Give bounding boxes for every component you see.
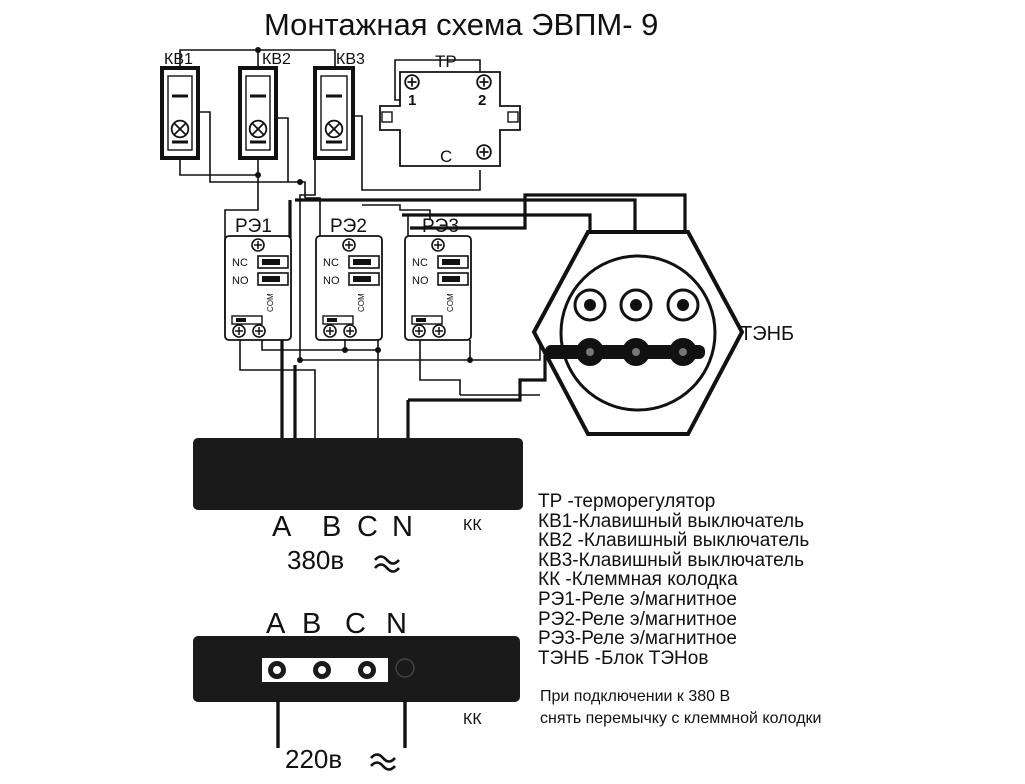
switch-kv1: КВ1 [160,51,200,160]
switch-label: КВ2 [262,51,291,68]
relay-label: РЭ3 [422,216,459,237]
terminal-screw-icon [232,324,246,338]
terminal-screw-icon [404,74,420,90]
relay-no-label: NO [412,275,429,287]
switch-kv3: КВ3 [313,51,365,160]
legend-item: РЭ3-Реле э/магнитное [538,628,737,650]
terminal-screw-icon [252,324,266,338]
legend-item: КВ2 -Клавишный выключатель [538,530,810,552]
relay-com-label: COM [446,293,455,312]
thermostat-terminal-1: 1 [408,92,416,109]
terminal-block-label: КК [463,517,482,534]
relay-re2: РЭ2 NC NO COM [315,216,383,341]
terminal-block-220: A B C N КК 220в [193,608,520,774]
phase-n-label: N [386,608,407,640]
phase-b-label: B [322,511,341,543]
heater-top-terminals [573,288,700,322]
terminal-screw-icon [412,324,426,338]
relay-nc-label: NC [412,257,428,269]
legend-item: ТР -терморегулятор [538,491,716,512]
relay-re3: РЭ3 NC NO COM [404,216,472,341]
phase-n-label: N [392,511,413,543]
connection-note: При подключении к 380 В снять перемычку … [540,686,821,730]
relay-com-label: COM [266,293,275,312]
note-line: При подключении к 380 В [540,688,731,705]
relay-label: РЭ2 [330,216,367,237]
switch-label: КВ1 [164,51,193,68]
terminal-jumper-bar [262,658,415,682]
phase-c-label: C [357,511,378,543]
heater-label: ТЭНБ [740,323,794,345]
lamp-icon [248,119,268,139]
lamp-icon [324,119,344,139]
terminal-screw-icon [342,238,356,252]
relay-nc-label: NC [232,257,248,269]
terminal-screw-icon [323,324,337,338]
switch-label: КВ3 [336,51,365,68]
legend-item: КК -Клеммная колодка [538,569,738,591]
thermostat-terminal-c: С [440,147,452,166]
terminal-screw-icon [432,324,446,338]
terminal-screw-icon [431,238,445,252]
relay-re1: РЭ1 NC NO COM [224,216,292,341]
phase-a-label: A [266,608,286,640]
diagram-title: Монтажная схема ЭВПМ- 9 [264,7,658,42]
note-line: снять перемычку с клеммной колодки [540,710,822,727]
terminal-screw-icon [251,238,265,252]
voltage-label: 380в [287,545,344,575]
switch-kv2: КВ2 [238,51,291,160]
heater-jumper [545,338,705,366]
relay-nc-label: NC [323,257,339,269]
thermostat: ТР 1 2 С [379,52,521,167]
ac-symbol-icon [374,555,400,573]
phase-a-label: A [272,511,292,543]
phase-c-label: C [345,608,366,640]
terminal-screw-icon [476,144,492,160]
terminal-screw-icon [476,74,492,90]
phase-b-label: B [302,608,321,640]
legend-item: КВ1-Клавишный выключатель [538,510,804,532]
terminal-block-380: A B C N КК 380в [193,438,523,575]
legend-item: РЭ1-Реле э/магнитное [538,588,737,610]
relay-com-label: COM [357,293,366,312]
terminal-block-label: КК [463,711,482,728]
thermostat-terminal-2: 2 [478,92,486,109]
legend-item: КВ3-Клавишный выключатель [538,549,804,571]
lamp-icon [170,119,190,139]
legend: ТР -терморегулятор КВ1-Клавишный выключа… [538,492,809,668]
legend-item: РЭ2-Реле э/магнитное [538,608,737,630]
relay-no-label: NO [232,275,249,287]
heater-block: ТЭНБ [531,230,794,436]
terminal-screw-icon [343,324,357,338]
relay-label: РЭ1 [235,216,272,237]
thermostat-label: ТР [435,52,457,71]
voltage-label: 220в [285,744,342,774]
legend-item: ТЭНБ -Блок ТЭНов [538,647,709,669]
ac-symbol-icon [370,753,396,771]
junction-dots [255,47,473,363]
relay-no-label: NO [323,275,340,287]
